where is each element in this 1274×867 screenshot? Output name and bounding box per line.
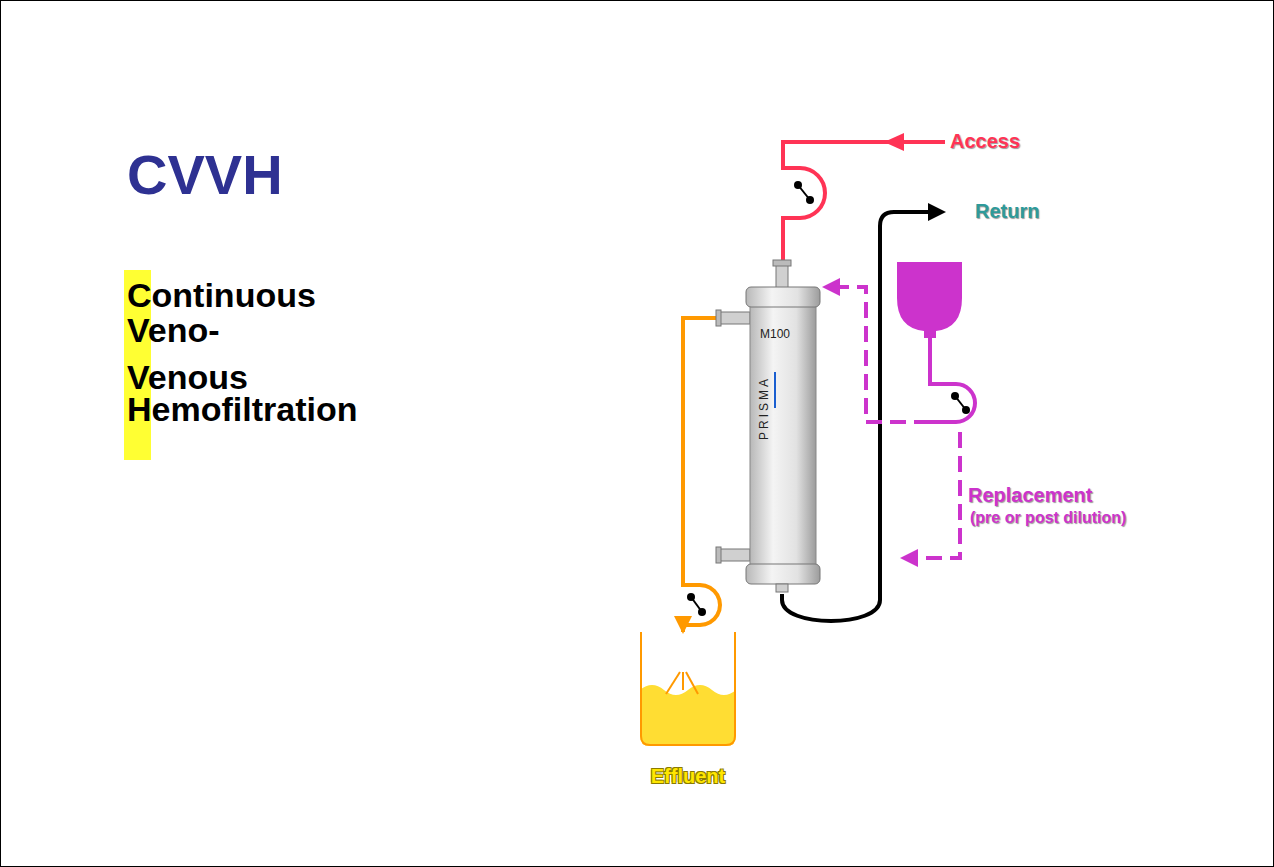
model-label: M100 — [760, 328, 790, 340]
access-line — [783, 142, 945, 262]
effluent-container: Effluent — [640, 632, 736, 746]
pump-rotor — [794, 181, 814, 204]
term-word: Continuous — [127, 278, 316, 312]
pump-rotor — [687, 593, 706, 616]
term-word: Hemofiltration — [127, 392, 357, 426]
effluent-container-shape — [640, 632, 736, 746]
filter-cartridge: M100PRISMA — [716, 258, 822, 596]
line-label: Replacement — [968, 485, 1093, 505]
pump-rotor — [951, 392, 970, 414]
effluent-line — [683, 318, 720, 632]
container-label: Effluent — [651, 766, 725, 786]
replacement-bag — [897, 262, 962, 338]
arrow-head — [928, 203, 946, 221]
line-label: Return — [975, 201, 1039, 221]
brand-label: PRISMA — [758, 376, 770, 440]
arrow-head — [822, 278, 840, 296]
line-label: Access — [950, 131, 1020, 151]
term-word: Veno- — [127, 313, 220, 347]
diagram-title: CVVH — [127, 147, 283, 203]
replacement-line — [930, 336, 975, 422]
arrow-head — [884, 133, 904, 151]
note: (pre or post dilution) — [970, 510, 1126, 526]
pre-dilution-line — [838, 287, 930, 422]
term-word: Venous — [127, 360, 248, 394]
arrow-head — [900, 549, 918, 567]
post-dilution-line — [918, 432, 960, 558]
